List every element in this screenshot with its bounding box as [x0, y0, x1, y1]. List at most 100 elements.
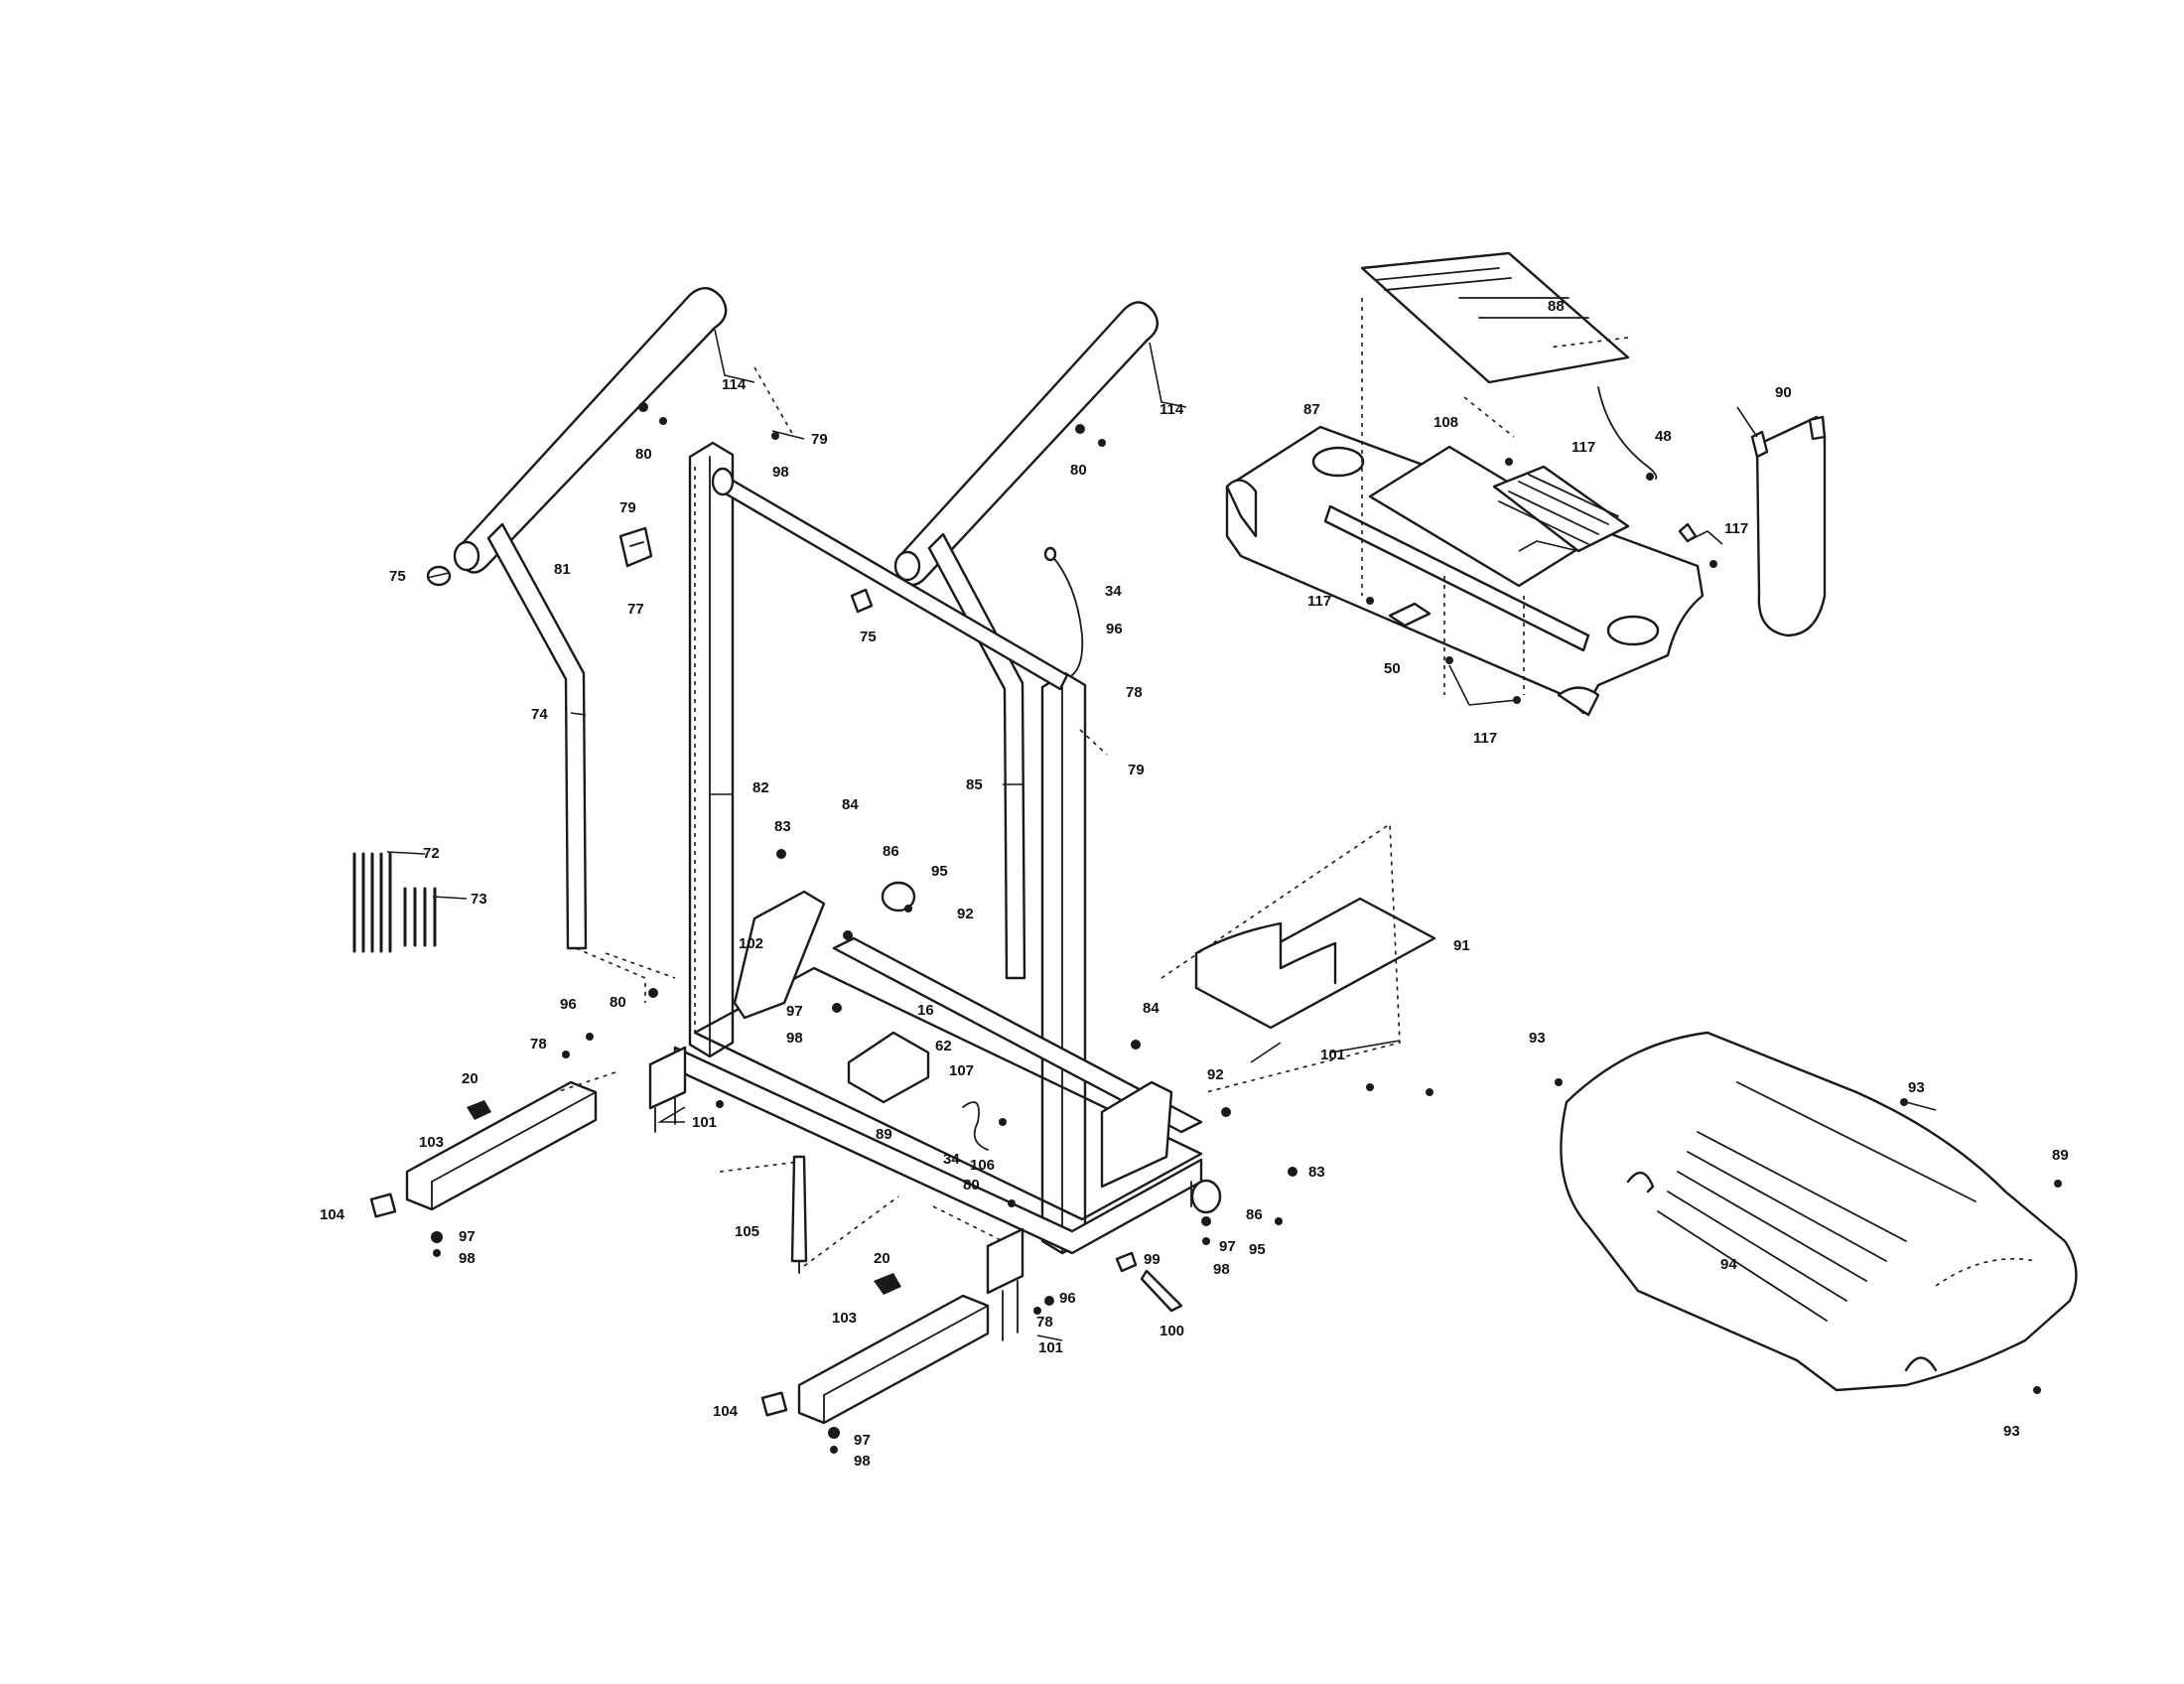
- side-panel-90: [1750, 415, 1827, 637]
- wheel-95: [881, 881, 1222, 1214]
- left-handrail: [453, 287, 728, 1003]
- upper-crossbar: [711, 467, 1069, 691]
- part-callout-20: 20: [874, 1250, 890, 1267]
- part-callout-93: 93: [1529, 1030, 1546, 1047]
- left-upright: [688, 441, 735, 1058]
- hardware-fasteners: [562, 402, 2062, 1394]
- part-callout-80: 80: [1070, 462, 1087, 479]
- part-callout-97: 97: [1219, 1238, 1236, 1255]
- part-callout-62: 62: [935, 1038, 952, 1054]
- part-callout-77: 77: [627, 601, 644, 618]
- part-callout-86: 86: [883, 843, 899, 860]
- part-callout-117: 117: [1571, 439, 1595, 456]
- part-callout-114: 114: [722, 376, 747, 393]
- part-callout-84: 84: [842, 796, 859, 813]
- part-callout-80: 80: [963, 1177, 980, 1193]
- part-callout-20: 20: [462, 1070, 478, 1087]
- part-callout-84: 84: [1143, 1000, 1160, 1017]
- part-callout-93: 93: [1908, 1079, 1925, 1096]
- lift-cylinder-105: [790, 1155, 808, 1274]
- part-callout-79: 79: [1128, 762, 1145, 778]
- part-callout-108: 108: [1433, 414, 1458, 431]
- part-callout-107: 107: [949, 1062, 974, 1079]
- part-callout-98: 98: [854, 1453, 871, 1470]
- motor-mount-bracket: [733, 890, 1173, 1189]
- part-callout-102: 102: [739, 935, 763, 952]
- part-callout-78: 78: [1126, 684, 1143, 701]
- part-callout-92: 92: [957, 906, 974, 922]
- part-callout-92: 92: [1207, 1066, 1224, 1083]
- part-callout-89: 89: [876, 1126, 892, 1143]
- part-callout-98: 98: [1213, 1261, 1230, 1278]
- part-callout-96: 96: [1059, 1290, 1076, 1307]
- part-callout-79: 79: [619, 499, 636, 516]
- end-caps-75: [426, 565, 874, 614]
- part-callout-74: 74: [531, 706, 548, 723]
- part-callout-34: 34: [1105, 583, 1122, 600]
- part-callout-89: 89: [2052, 1147, 2069, 1164]
- part-callout-96: 96: [560, 996, 577, 1013]
- part-callout-75: 75: [389, 568, 406, 585]
- part-callout-97: 97: [786, 1003, 803, 1020]
- part-callout-95: 95: [1249, 1241, 1266, 1258]
- part-callout-117: 117: [1724, 520, 1748, 537]
- part-callout-85: 85: [966, 776, 983, 793]
- part-callout-98: 98: [786, 1030, 803, 1047]
- right-upright: [1040, 671, 1087, 1255]
- part-callout-80: 80: [635, 446, 652, 463]
- part-callout-94: 94: [1720, 1256, 1737, 1273]
- part-callout-95: 95: [931, 863, 948, 880]
- console-base-87: [1225, 425, 1705, 717]
- part-callout-80: 80: [610, 994, 626, 1011]
- part-callout-50: 50: [1384, 660, 1401, 677]
- part-callout-48: 48: [1655, 428, 1672, 445]
- part-callout-100: 100: [1160, 1323, 1184, 1339]
- part-callout-104: 104: [713, 1403, 739, 1420]
- part-callout-83: 83: [1308, 1164, 1325, 1181]
- part-callout-106: 106: [970, 1157, 995, 1174]
- right-leg-extension: [760, 1273, 990, 1454]
- part-callout-91: 91: [1453, 937, 1470, 954]
- part-callout-78: 78: [1036, 1314, 1053, 1331]
- part-callout-104: 104: [320, 1206, 345, 1223]
- part-callout-103: 103: [419, 1134, 444, 1151]
- part-callout-101: 101: [692, 1114, 717, 1131]
- part-callout-82: 82: [752, 779, 769, 796]
- part-callout-117: 117: [1473, 730, 1497, 747]
- part-callout-105: 105: [735, 1223, 759, 1240]
- hardware-bolts-72-73: [352, 852, 437, 953]
- part-callout-34: 34: [943, 1151, 960, 1168]
- part-callout-86: 86: [1246, 1206, 1263, 1223]
- part-callout-117: 117: [1307, 593, 1331, 610]
- wiring-34: [962, 546, 1084, 1151]
- part-callout-79: 79: [811, 431, 828, 448]
- motor-bracket-91: [1160, 822, 1436, 1093]
- part-callout-99: 99: [1144, 1251, 1160, 1268]
- motor-hood-94: [1560, 1031, 2078, 1392]
- part-callout-90: 90: [1775, 384, 1792, 401]
- part-callout-101: 101: [1038, 1339, 1063, 1356]
- part-callout-83: 83: [774, 818, 791, 835]
- part-callout-98: 98: [772, 464, 789, 481]
- part-callout-87: 87: [1303, 401, 1320, 418]
- left-leg-extension: [369, 1080, 598, 1257]
- console-display-88: [1360, 251, 1658, 480]
- part-callout-97: 97: [854, 1432, 871, 1449]
- part-callout-114: 114: [1160, 401, 1184, 418]
- part-callout-97: 97: [459, 1228, 476, 1245]
- part-callout-75: 75: [860, 629, 877, 645]
- part-callout-101: 101: [1320, 1047, 1345, 1063]
- part-callout-93: 93: [2003, 1423, 2020, 1440]
- part-callout-72: 72: [423, 845, 440, 862]
- part-callout-78: 78: [530, 1036, 547, 1052]
- clip-bracket-77: [618, 526, 653, 568]
- latch-99-100: [1115, 1251, 1183, 1313]
- callout-labels: 114 114 80 80 79 98 79 81 77 75 75 34 96 78 79 74 82 85 72…: [320, 298, 2069, 1470]
- alignment-lines: [555, 298, 1629, 1267]
- part-callout-81: 81: [554, 561, 571, 578]
- part-callout-96: 96: [1106, 621, 1123, 637]
- part-callout-98: 98: [459, 1250, 476, 1267]
- part-callout-103: 103: [832, 1310, 857, 1327]
- leader-lines: [386, 329, 1937, 1341]
